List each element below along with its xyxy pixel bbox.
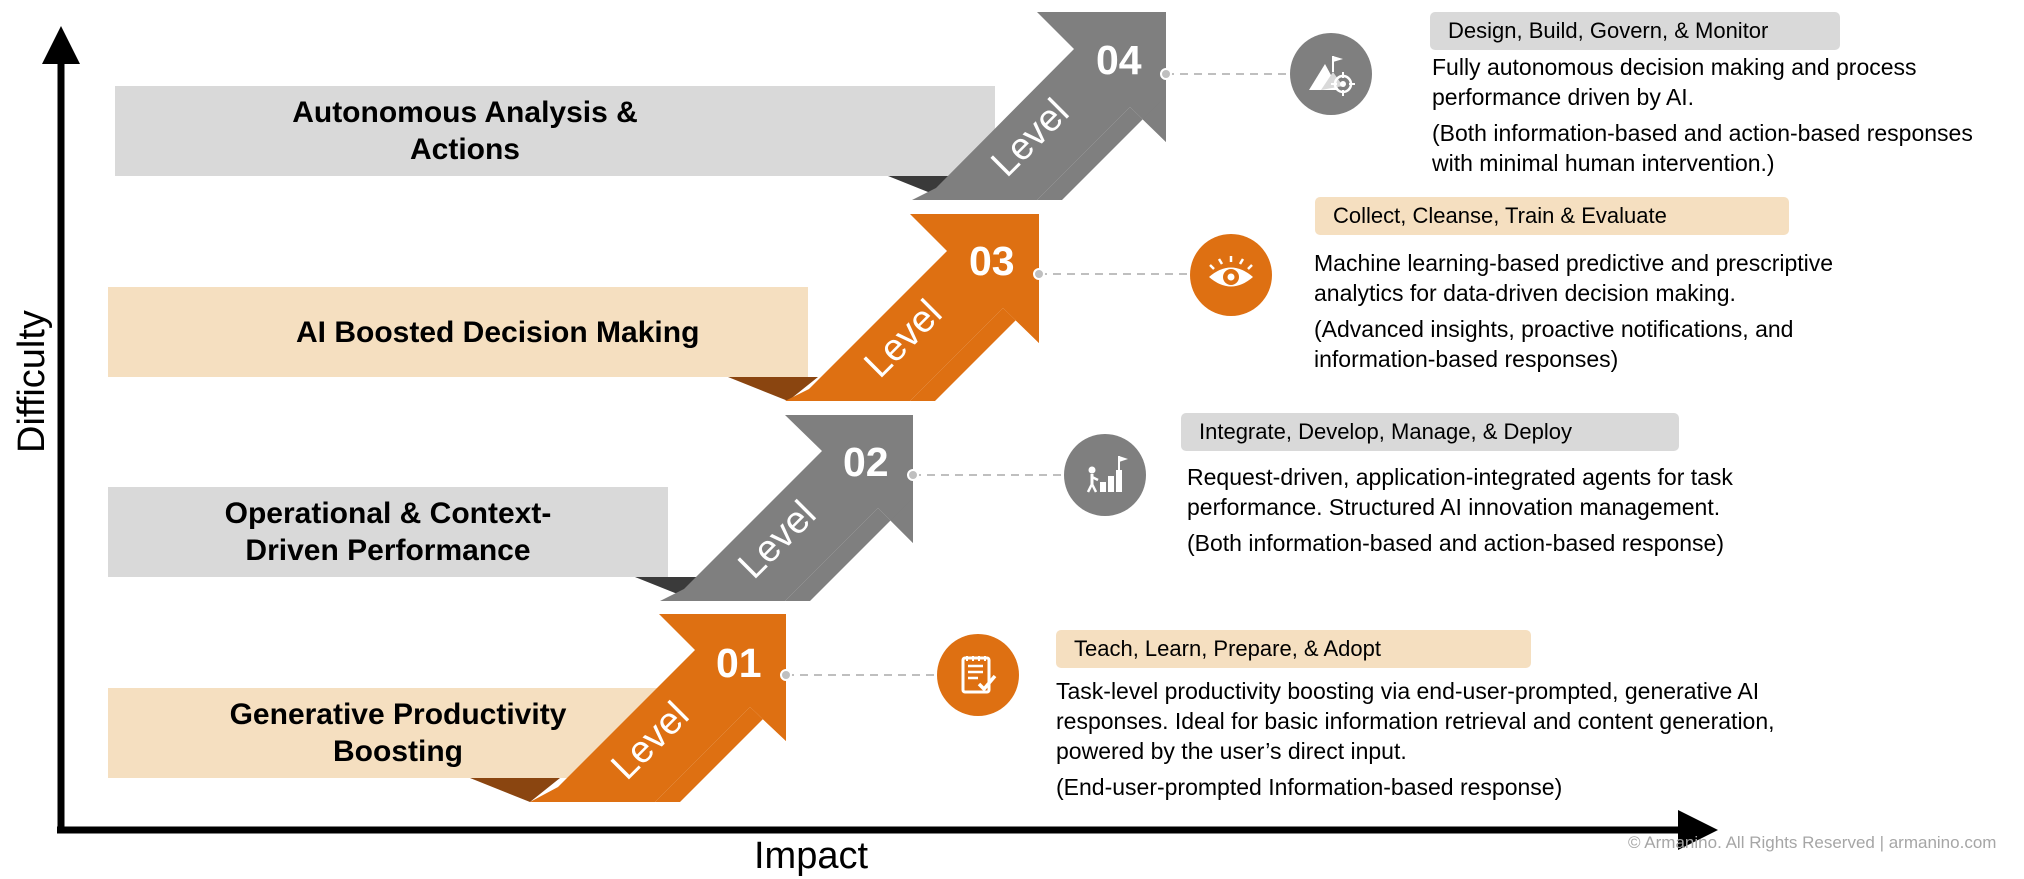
description-text: Task-level productivity boosting via end… [1056,678,1775,764]
band-bg-3 [108,287,808,377]
description-text: Fully autonomous decision making and pro… [1432,54,1917,110]
tag-level-3: Collect, Cleanse, Train & Evaluate [1315,197,1789,235]
description-note: (Advanced insights, proactive notificati… [1314,316,1794,372]
tag-level-4: Design, Build, Govern, & Monitor [1430,12,1840,50]
y-axis-label: Difficulty [11,310,53,453]
tag-level-1: Teach, Learn, Prepare, & Adopt [1056,630,1531,668]
level-number-4: 04 [1096,37,1142,83]
arrow-level-2 [660,415,913,601]
band-line: Operational & Context- [224,497,552,530]
arrow-level-4 [912,12,1166,200]
y-axis-arrowhead [42,26,80,64]
description-level-4: Fully autonomous decision making and pro… [1432,52,2012,178]
checklist-icon [961,656,997,694]
stairs-flag-icon [1086,456,1128,493]
fold-1 [470,778,560,802]
fold-3 [728,377,818,401]
icon-circle-1 [937,634,1019,716]
band-line: Generative Productivity [229,698,567,731]
description-note: (Both information-based and action-based… [1187,530,1724,556]
band-line: Autonomous Analysis & [292,96,638,129]
icon-circle-2 [1064,434,1146,516]
icon-circle-4 [1290,33,1372,115]
arrow-level-1 [530,614,786,802]
band-line: AI Boosted Decision Making [296,315,700,349]
band-bg-2 [108,487,668,577]
band-label-3: AI Boosted Decision Making [108,287,898,377]
band-label-4: Autonomous Analysis & Actions [115,86,1015,176]
description-level-1: Task-level productivity boosting via end… [1056,676,1836,802]
description-text: Request-driven, application-integrated a… [1187,464,1733,520]
x-axis-label: Impact [754,835,869,877]
description-level-3: Machine learning-based predictive and pr… [1314,248,1914,374]
level-number-2: 02 [843,439,889,485]
band-bg-1 [108,688,668,778]
description-note: (End-user-prompted Information-based res… [1056,774,1563,800]
x-axis-arrowhead [1678,810,1718,850]
description-level-2: Request-driven, application-integrated a… [1187,462,1807,558]
arrow-level-3 [785,214,1039,401]
band-line: Actions [409,133,520,166]
icon-circle-3 [1190,234,1272,316]
copyright-footer: © Armanino. All Rights Reserved | armani… [1628,833,1997,852]
tag-level-2: Integrate, Develop, Manage, & Deploy [1181,413,1679,451]
level-number-3: 03 [969,238,1015,284]
eye-icon [1209,256,1253,287]
band-label-2: Operational & Context- Driven Performance [108,487,668,577]
level-number-1: 01 [716,640,762,686]
band-line: Boosting [333,735,463,768]
mountain-target-icon [1309,56,1355,96]
band-bg-4 [115,86,995,176]
description-text: Machine learning-based predictive and pr… [1314,250,1834,306]
description-note: (Both information-based and action-based… [1432,120,1973,176]
band-line: Driven Performance [245,534,531,567]
